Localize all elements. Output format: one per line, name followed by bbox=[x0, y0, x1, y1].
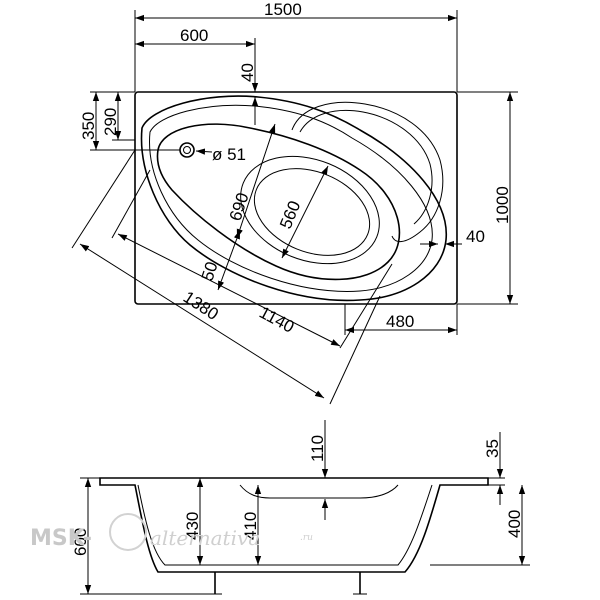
tub-inner-step bbox=[149, 104, 433, 292]
dim-line-1140 bbox=[117, 233, 341, 347]
leader-drain bbox=[195, 148, 213, 155]
dim-350: 350 bbox=[79, 112, 98, 140]
side-profile-outer bbox=[99, 477, 489, 573]
dim-110: 110 bbox=[308, 435, 327, 462]
dim-50: 50 bbox=[198, 259, 222, 283]
dim-35: 35 bbox=[483, 439, 502, 458]
dim-1000: 1000 bbox=[493, 186, 512, 224]
tub-headrest-oval bbox=[291, 101, 444, 242]
dim-1380: 1380 bbox=[180, 287, 222, 324]
top-view: 1500 600 40 350 290 ø 51 690 560 1000 bbox=[71, 0, 518, 405]
side-seat-profile bbox=[239, 484, 399, 499]
side-profile-inner bbox=[137, 484, 433, 566]
ext-1140-a bbox=[111, 169, 151, 239]
drain-inner bbox=[183, 146, 191, 154]
dim-drain-diameter: ø 51 bbox=[212, 145, 246, 164]
dim-410: 410 bbox=[241, 512, 260, 540]
ext-1380-a bbox=[71, 149, 136, 249]
dim-690: 690 bbox=[226, 190, 253, 223]
dim-400: 400 bbox=[505, 510, 524, 538]
watermark-left: MSK- bbox=[30, 526, 92, 551]
dim-1140: 1140 bbox=[256, 303, 297, 337]
drain-outer bbox=[179, 142, 195, 158]
dim-1500: 1500 bbox=[264, 0, 302, 19]
dim-600: 600 bbox=[180, 26, 208, 45]
tub-outer-rim bbox=[134, 91, 458, 305]
watermark-domain: .ru bbox=[300, 533, 313, 543]
dim-40-right: 40 bbox=[466, 227, 485, 246]
watermark: MSK- alternativa .ru bbox=[30, 513, 313, 551]
watermark-brand: alternativa bbox=[150, 526, 260, 550]
ext-1140-b bbox=[339, 263, 393, 349]
tub-seat-oval bbox=[240, 155, 380, 265]
dim-480: 480 bbox=[386, 312, 414, 331]
ext-1380-b bbox=[329, 295, 381, 405]
watermark-logo-circle bbox=[109, 513, 147, 551]
dim-560: 560 bbox=[276, 198, 304, 231]
dim-line-690 bbox=[236, 123, 276, 239]
tub-headrest-inner bbox=[299, 109, 433, 225]
dim-430: 430 bbox=[183, 512, 202, 540]
dim-600-side: 600 bbox=[71, 528, 90, 556]
dim-290: 290 bbox=[101, 108, 120, 136]
side-view: 600 430 410 110 35 400 bbox=[71, 420, 530, 595]
dim-40-top: 40 bbox=[238, 63, 257, 82]
